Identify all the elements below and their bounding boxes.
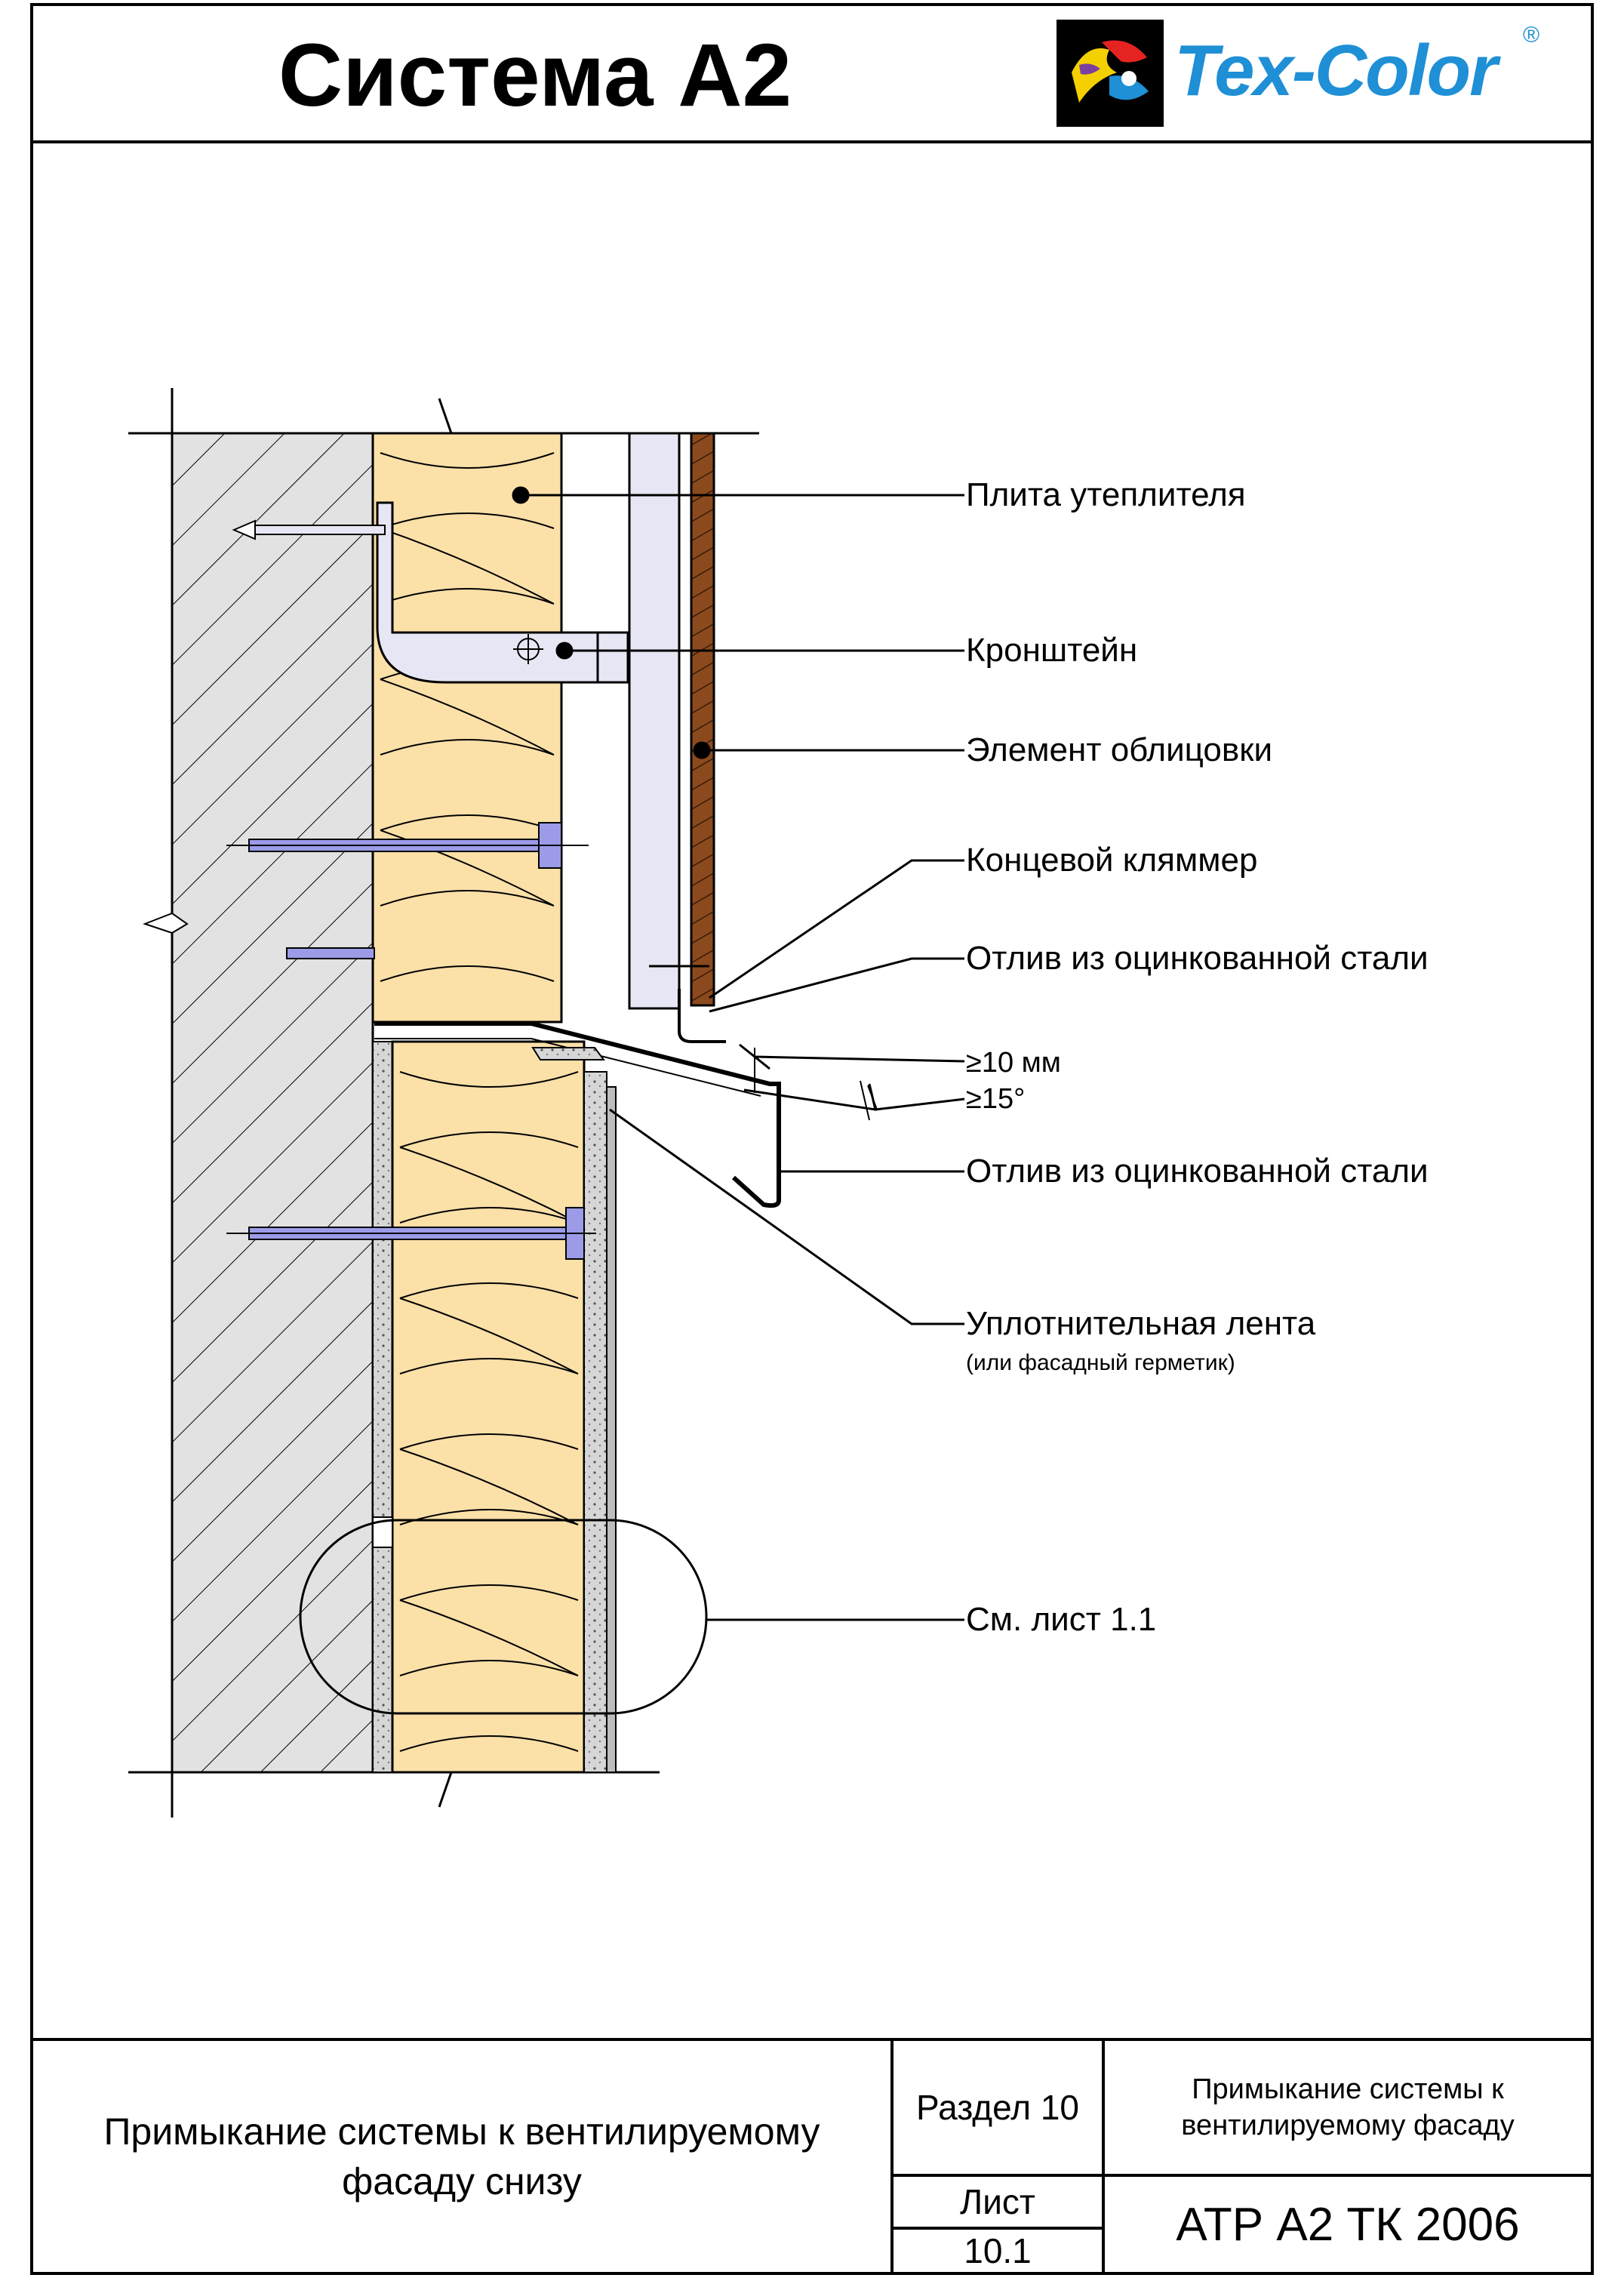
upper-insulation (371, 432, 563, 1024)
section-number: Раздел 10 (894, 2041, 1105, 2177)
callout-see-sheet: См. лист 1.1 (966, 1601, 1157, 1638)
sheet-label: Лист (894, 2177, 1105, 2230)
brand-logo: Tex-Color ® (1057, 20, 1555, 127)
brand-name: Tex-Color (1174, 30, 1497, 111)
callout-end-clamp: Концевой кляммер (966, 842, 1258, 879)
callout-sealing-tape-note: (или фасадный герметик) (966, 1350, 1235, 1375)
dimension-angle: ≥15° (966, 1083, 1026, 1115)
end-clamp (649, 936, 726, 1043)
dowel-upper (232, 519, 386, 540)
facing-element (690, 432, 715, 1007)
flashing (374, 1021, 781, 1208)
masonry-wall (143, 388, 374, 1818)
callout-facing-element: Элемент облицовки (966, 731, 1273, 768)
detail-bubble (299, 1519, 708, 1715)
page-title: Система А2 (278, 26, 792, 125)
dimension-gap: ≥10 мм (966, 1047, 1061, 1079)
dowel-mid-upper (226, 822, 589, 869)
brand-mark-icon (1057, 20, 1164, 127)
dowel-flashing (286, 947, 375, 959)
header: Система А2 Tex-Color ® (33, 6, 1591, 143)
callout-sealing-tape: Уплотнительная лента (966, 1305, 1316, 1342)
registered-mark: ® (1523, 23, 1540, 48)
callout-bracket: Кронштейн (966, 632, 1138, 669)
bracket (376, 501, 629, 684)
guide-profile (628, 432, 681, 1010)
document-code: АТР А2 ТК 2006 (1176, 2198, 1520, 2251)
title-block: Примыкание системы к вентилируемому фаса… (33, 2038, 1591, 2272)
drawing-sheet: Система А2 Tex-Color ® Примыкание систем… (30, 3, 1594, 2275)
lower-insulation (372, 1040, 617, 1774)
dowel-lower (226, 1207, 596, 1260)
sheet-description: Примыкание системы к вентилируемому фаса… (33, 2041, 894, 2272)
callout-flashing-upper: Отлив из оцинкованной стали (966, 940, 1429, 977)
dimension-marks (754, 1048, 878, 1121)
sheet-number: 10.1 (894, 2230, 1105, 2272)
leader-lines (512, 486, 965, 1621)
sheet-reference: Примыкание системы к вентилируемому фаса… (1105, 2041, 1591, 2177)
callout-flashing-lower: Отлив из оцинкованной стали (966, 1153, 1429, 1190)
callout-insulation-board: Плита утеплителя (966, 476, 1246, 513)
